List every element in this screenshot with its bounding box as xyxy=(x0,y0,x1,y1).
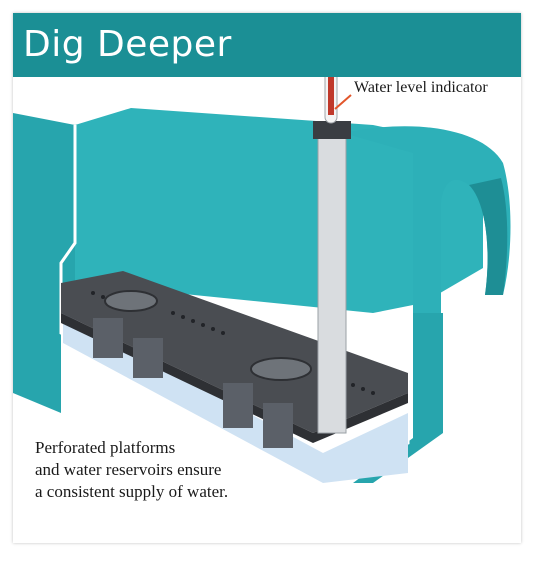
indicator-leader-line xyxy=(334,94,352,110)
title-bar: Dig Deeper xyxy=(13,13,521,77)
caption-line: a consistent supply of water. xyxy=(35,482,229,501)
reservoir-cup xyxy=(263,403,293,448)
planter-right-rim-shadow xyxy=(469,178,508,295)
caption-line: and water reservoirs ensure xyxy=(35,460,222,479)
reservoir-cup xyxy=(93,318,123,358)
caption-line: Perforated platforms xyxy=(35,438,176,457)
indicator-tube xyxy=(317,122,347,434)
planter-illustration xyxy=(13,27,511,485)
caption: Perforated platforms and water reservoir… xyxy=(35,437,285,503)
planter-left-wall xyxy=(13,113,75,413)
indicator-fill xyxy=(328,53,334,115)
water-reservoir xyxy=(63,313,408,483)
water-level-indicator-label: Water level indicator xyxy=(354,79,488,96)
planter-right-rim xyxy=(343,126,511,318)
reservoir-cup xyxy=(133,338,163,378)
planter-front-wall xyxy=(353,313,443,483)
wicking-hole xyxy=(250,357,312,381)
figure-frame: Dig Deeper Water level indicator Perfora… xyxy=(13,13,521,543)
wicking-hole xyxy=(104,290,158,312)
page-title: Dig Deeper xyxy=(23,24,232,65)
indicator-cap xyxy=(313,121,351,139)
reservoir-cup xyxy=(223,383,253,428)
planter-back-wall xyxy=(75,108,483,313)
